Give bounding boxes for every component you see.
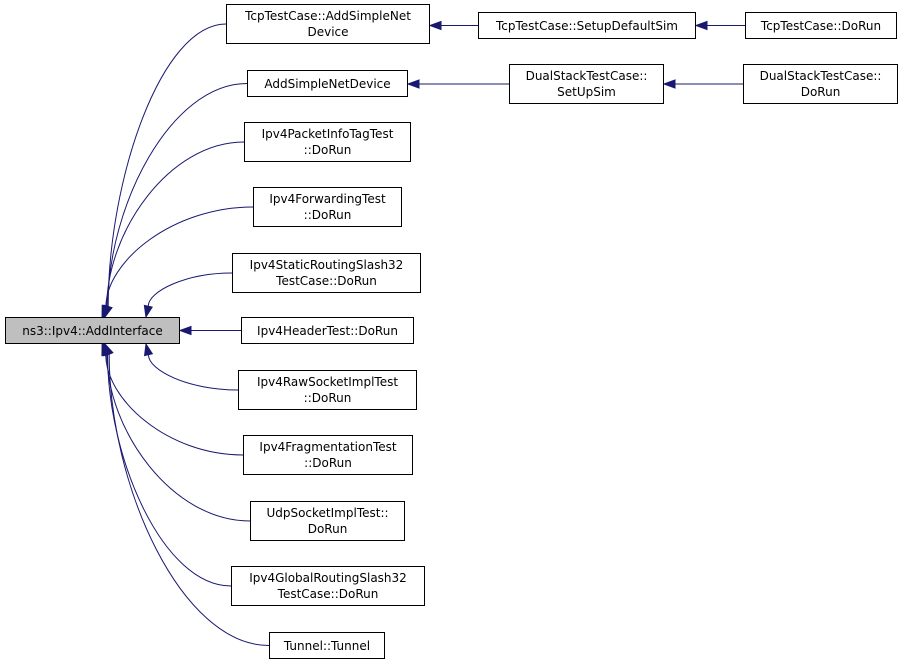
edge-frag-to-root: [105, 354, 244, 456]
arrowhead-icon: [406, 79, 420, 89]
arrowhead-icon: [178, 325, 192, 336]
node-label: Ipv4ForwardingTest ::DoRun: [269, 192, 386, 222]
node-ipv4fragmentationtest-dorun[interactable]: Ipv4FragmentationTest ::DoRun: [243, 435, 413, 475]
edge-static32-to-root: [147, 272, 233, 307]
node-dualstacktestcase-dorun[interactable]: DualStackTestCase:: DoRun: [743, 64, 898, 104]
node-tcptestcase-setupdefaultsim[interactable]: TcpTestCase::SetupDefaultSim: [478, 12, 696, 39]
node-label: Ipv4FragmentationTest ::DoRun: [259, 440, 397, 470]
node-ipv4rawsocketimpltest-dorun[interactable]: Ipv4RawSocketImplTest ::DoRun: [238, 370, 417, 410]
node-ipv4forwardingtest-dorun[interactable]: Ipv4ForwardingTest ::DoRun: [253, 187, 402, 227]
node-label: Ipv4GlobalRoutingSlash32 TestCase::DoRun: [249, 571, 407, 601]
node-tcptestcase-addsimplenetdevice[interactable]: TcpTestCase::AddSimpleNet Device: [226, 4, 430, 44]
node-label: DualStackTestCase:: DoRun: [759, 69, 882, 99]
edge-pkt_info-to-root: [106, 141, 245, 307]
arrowhead-icon: [428, 20, 442, 31]
node-addsimplenetdevice[interactable]: AddSimpleNetDevice: [247, 70, 408, 97]
arrowhead-icon: [662, 79, 676, 89]
node-ipv4staticroutingslash32testcase-dorun[interactable]: Ipv4StaticRoutingSlash32 TestCase::DoRun: [232, 253, 421, 293]
node-label: TcpTestCase::AddSimpleNet Device: [245, 9, 411, 39]
node-label: TcpTestCase::SetupDefaultSim: [495, 18, 678, 33]
node-label: Ipv4PacketInfoTagTest ::DoRun: [261, 127, 394, 157]
node-dualstacktestcase-setupsim[interactable]: DualStackTestCase:: SetUpSim: [509, 64, 664, 104]
edge-tcp_add-to-root: [107, 23, 227, 307]
node-label: AddSimpleNetDevice: [264, 76, 391, 91]
node-udpsocketimpltest-dorun[interactable]: UdpSocketImplTest:: DoRun: [250, 501, 405, 541]
node-ipv4headertest-dorun[interactable]: Ipv4HeaderTest::DoRun: [241, 317, 414, 344]
edge-raw-to-root: [147, 354, 239, 391]
arrowhead-icon: [101, 304, 111, 319]
arrowhead-icon: [143, 342, 154, 357]
edge-global32-to-root: [107, 354, 232, 587]
edge-fwd-to-root: [105, 206, 254, 307]
node-tcptestcase-dorun[interactable]: TcpTestCase::DoRun: [745, 12, 897, 39]
node-label: TcpTestCase::DoRun: [760, 18, 882, 33]
node-tunnel-tunnel[interactable]: Tunnel::Tunnel: [269, 632, 385, 659]
arrowhead-icon: [143, 304, 153, 319]
node-label: Ipv4HeaderTest::DoRun: [257, 323, 398, 338]
edge-tunnel-to-root: [108, 354, 270, 646]
node-label: Ipv4RawSocketImplTest ::DoRun: [256, 375, 399, 405]
edge-add_simple-to-root: [107, 83, 248, 307]
node-label: Tunnel::Tunnel: [283, 638, 371, 653]
arrowhead-icon: [104, 342, 114, 357]
node-ns3-ipv4-addinterface[interactable]: ns3::Ipv4::AddInterface: [5, 317, 180, 344]
node-label: ns3::Ipv4::AddInterface: [22, 323, 163, 338]
node-ipv4globalroutingslash32testcase-dorun[interactable]: Ipv4GlobalRoutingSlash32 TestCase::DoRun: [231, 566, 425, 606]
node-ipv4packetinfotagtest-dorun[interactable]: Ipv4PacketInfoTagTest ::DoRun: [244, 122, 411, 162]
arrowhead-icon: [694, 20, 708, 31]
node-label: UdpSocketImplTest:: DoRun: [266, 506, 389, 536]
node-label: Ipv4StaticRoutingSlash32 TestCase::DoRun: [249, 258, 404, 288]
node-label: DualStackTestCase:: SetUpSim: [525, 69, 648, 99]
